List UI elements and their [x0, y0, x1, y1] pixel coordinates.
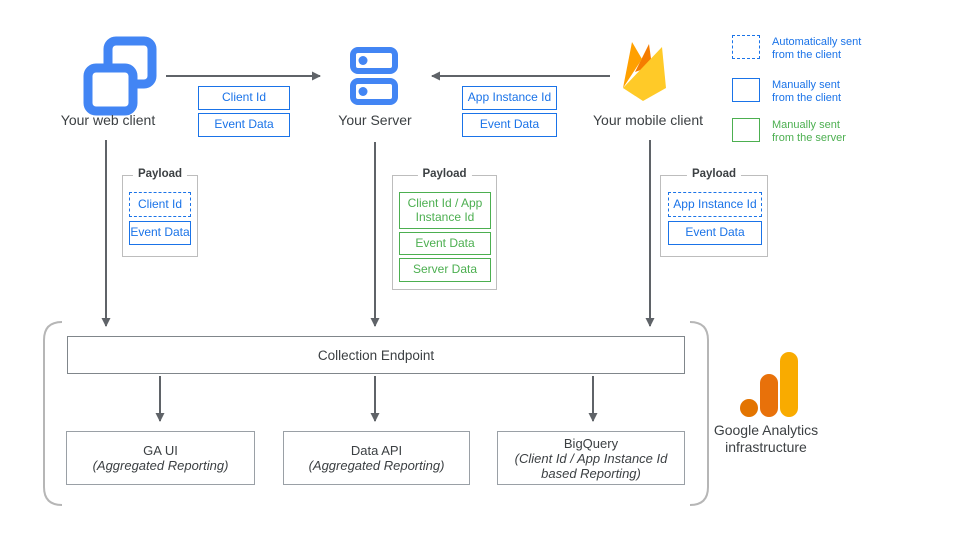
right-bracket: [689, 321, 709, 506]
web-client-label: Your web client: [60, 112, 156, 128]
google-analytics-icon: [740, 352, 798, 417]
payload-box-server: Payload Client Id / App Instance Id Even…: [392, 168, 497, 290]
payload-title: Payload: [132, 168, 188, 180]
data-api-box: Data API (Aggregated Reporting): [283, 431, 470, 485]
legend-swatch-solid-green: [732, 118, 760, 142]
web-client-icon: [83, 36, 157, 116]
payload-item-server-data: Server Data: [399, 258, 491, 282]
flow-pill-event-data: Event Data: [462, 113, 557, 137]
flow-pill-client-id: Client Id: [198, 86, 290, 110]
payload-item-client-id-app-instance-id: Client Id / App Instance Id: [399, 192, 491, 229]
legend-label: Manually sent from the client: [772, 79, 842, 104]
legend-swatch-solid-blue: [732, 78, 760, 102]
firebase-icon: [623, 42, 666, 101]
legend-label: Automatically sent from the client: [772, 36, 862, 61]
ga-infrastructure-caption: Google Analytics infrastructure: [713, 422, 819, 455]
payload-item-app-instance-id: App Instance Id: [668, 192, 762, 217]
payload-box-mobile: Payload App Instance Id Event Data: [660, 168, 768, 257]
server-icon: [350, 47, 398, 105]
bigquery-title: BigQuery: [563, 435, 619, 451]
payload-item-event-data: Event Data: [399, 232, 491, 255]
payload-item-event-data: Event Data: [668, 221, 762, 245]
mobile-client-label: Your mobile client: [593, 112, 703, 128]
left-bracket: [43, 321, 63, 506]
bigquery-box: BigQuery (Client Id / App Instance Id ba…: [497, 431, 685, 485]
flow-pill-event-data: Event Data: [198, 113, 290, 137]
collection-endpoint-box: Collection Endpoint: [67, 336, 685, 374]
payload-title: Payload: [686, 168, 742, 180]
legend-label: Manually sent from the server: [772, 119, 846, 144]
payload-item-client-id: Client Id: [129, 192, 191, 217]
flow-pill-app-instance-id: App Instance Id: [462, 86, 557, 110]
payload-title: Payload: [417, 168, 472, 180]
server-label: Your Server: [338, 112, 412, 128]
ga-ui-subtitle: (Aggregated Reporting): [92, 458, 229, 473]
data-api-title: Data API: [350, 443, 403, 458]
legend-swatch-dashed-blue: [732, 35, 760, 59]
payload-box-web: Payload Client Id Event Data: [122, 168, 198, 257]
payload-item-event-data: Event Data: [129, 221, 191, 245]
ga-ui-box: GA UI (Aggregated Reporting): [66, 431, 255, 485]
ga-ui-title: GA UI: [143, 443, 178, 458]
data-api-subtitle: (Aggregated Reporting): [308, 458, 445, 473]
bigquery-subtitle: (Client Id / App Instance Id based Repor…: [514, 450, 668, 481]
